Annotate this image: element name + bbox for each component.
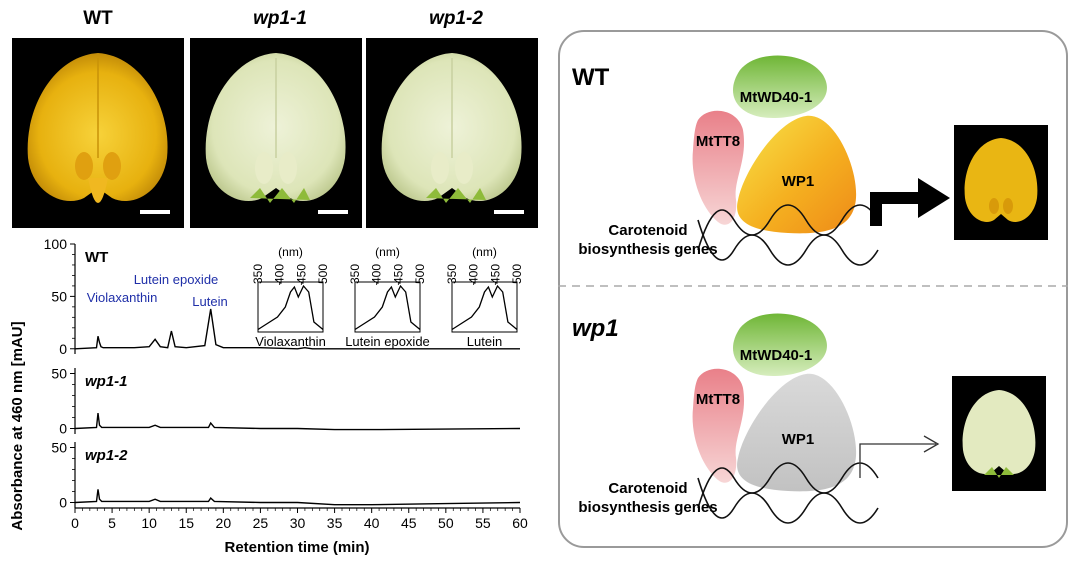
model-diagram: WT MtWD40-1 MtTT8 WP1 Carotenoid biosynt… bbox=[558, 55, 1068, 524]
spectrum-inset-frame bbox=[354, 281, 421, 333]
x-tick-label: 60 bbox=[512, 515, 528, 531]
spectrum-tick-label: 350 bbox=[251, 264, 265, 284]
spectrum-trace bbox=[257, 284, 324, 331]
photo-label-wp1-1: wp1-1 bbox=[253, 8, 307, 29]
x-tick-label: 5 bbox=[108, 515, 116, 531]
genes-label-line2-wp1: biosynthesis genes bbox=[578, 499, 717, 516]
spectrum-tick-label: 500 bbox=[413, 264, 427, 284]
wt-section-title: WT bbox=[572, 64, 610, 91]
spectrum-axis-label: (nm) bbox=[278, 245, 303, 259]
spectrum-tick-label: 500 bbox=[316, 264, 330, 284]
y-tick-label-wp1-2: 0 bbox=[59, 495, 67, 511]
x-tick-label: 20 bbox=[216, 515, 232, 531]
weak-activation-arrow bbox=[859, 435, 940, 478]
mtwd40-1-label-wt: MtWD40-1 bbox=[740, 89, 813, 106]
genes-label-line1-wp1: Carotenoid bbox=[608, 480, 687, 497]
peak-label: Lutein epoxide bbox=[134, 272, 219, 287]
x-tick-label: 35 bbox=[327, 515, 343, 531]
photo-wp1-1-flower bbox=[190, 38, 362, 228]
spectrum-name: Lutein bbox=[467, 334, 502, 349]
mttt8-protein-wp1 bbox=[692, 368, 745, 483]
wp1-flower-thumbnail bbox=[952, 376, 1046, 491]
spectrum-tick-label: 450 bbox=[294, 264, 308, 284]
panel-label-WT: WT bbox=[85, 249, 108, 266]
x-tick-label: 0 bbox=[71, 515, 79, 531]
x-tick-label: 45 bbox=[401, 515, 417, 531]
x-tick-label: 15 bbox=[178, 515, 194, 531]
peak-label: Lutein bbox=[192, 294, 227, 309]
dna-helix-wp1 bbox=[697, 462, 879, 524]
photo-label-wt: WT bbox=[83, 8, 113, 29]
mtwd40-1-label-wp1: MtWD40-1 bbox=[740, 347, 813, 364]
spectrum-tick-label: 400 bbox=[370, 264, 384, 284]
spectrum-name: Violaxanthin bbox=[255, 334, 326, 349]
wp1-protein-mutant bbox=[737, 373, 857, 492]
spectrum-name: Lutein epoxide bbox=[345, 334, 430, 349]
photo-wp1-2-flower bbox=[366, 38, 538, 228]
spectrum-tick-label: 450 bbox=[488, 264, 502, 284]
panel-label-wp1-1: wp1-1 bbox=[85, 373, 128, 390]
x-tick-label: 40 bbox=[364, 515, 380, 531]
mttt8-label-wp1: MtTT8 bbox=[696, 391, 740, 408]
wp1-section-title: wp1 bbox=[572, 315, 619, 342]
spectrum-tick-label: 350 bbox=[348, 264, 362, 284]
x-tick-label: 50 bbox=[438, 515, 454, 531]
x-tick-label: 30 bbox=[290, 515, 306, 531]
wp1-protein-wt bbox=[737, 115, 857, 234]
mtwd40-1-protein-wt bbox=[732, 55, 827, 118]
x-tick-label: 10 bbox=[141, 515, 157, 531]
x-tick-label: 55 bbox=[475, 515, 491, 531]
spectrum-inset-frame bbox=[257, 281, 324, 333]
y-tick-label-wp1-1: 50 bbox=[51, 366, 67, 382]
spectrum-axis-label: (nm) bbox=[375, 245, 400, 259]
spectrum-tick-label: 350 bbox=[445, 264, 459, 284]
genes-label-line2-wt: biosynthesis genes bbox=[578, 241, 717, 258]
y-tick-label-WT: 100 bbox=[44, 236, 68, 252]
spectrum-tick-label: 500 bbox=[510, 264, 524, 284]
photo-wt-flower bbox=[12, 38, 184, 228]
spectrum-tick-label: 450 bbox=[391, 264, 405, 284]
wt-flower-thumbnail bbox=[954, 125, 1048, 240]
x-tick-label: 25 bbox=[253, 515, 269, 531]
spectrum-trace bbox=[354, 284, 421, 331]
spectrum-axis-label: (nm) bbox=[472, 245, 497, 259]
mtwd40-1-protein-wp1 bbox=[732, 313, 827, 376]
genes-label-line1-wt: Carotenoid bbox=[608, 222, 687, 239]
strong-activation-arrow bbox=[870, 178, 950, 226]
spectrum-tick-label: 400 bbox=[467, 264, 481, 284]
chromatogram-trace-wp1-2 bbox=[74, 489, 521, 506]
spectrum-inset-frame bbox=[451, 281, 518, 333]
chromatogram-trace-WT bbox=[74, 308, 520, 350]
spectrum-tick-label: 400 bbox=[273, 264, 287, 284]
dna-helix-wt bbox=[697, 204, 879, 266]
panel-label-wp1-2: wp1-2 bbox=[85, 447, 128, 464]
wp1-label-wt: WP1 bbox=[782, 173, 815, 190]
y-tick-label-WT: 0 bbox=[59, 341, 67, 357]
x-axis-label: Retention time (min) bbox=[225, 539, 370, 556]
mttt8-label-wt: MtTT8 bbox=[696, 133, 740, 150]
photo-label-wp1-2: wp1-2 bbox=[429, 8, 483, 29]
wp1-label-mutant: WP1 bbox=[782, 431, 815, 448]
y-axis-label: Absorbance at 460 nm [mAU] bbox=[9, 321, 26, 530]
peak-label: Violaxanthin bbox=[87, 290, 158, 305]
y-tick-label-wp1-1: 0 bbox=[59, 421, 67, 437]
y-tick-label-wp1-2: 50 bbox=[51, 440, 67, 456]
y-tick-label-WT: 50 bbox=[51, 288, 67, 304]
chromatogram-trace-wp1-1 bbox=[74, 413, 521, 431]
spectrum-trace bbox=[451, 284, 518, 331]
mttt8-protein-wt bbox=[692, 110, 745, 225]
hplc-chromatogram-chart: Absorbance at 460 nm [mAU] Retention tim… bbox=[9, 236, 528, 556]
